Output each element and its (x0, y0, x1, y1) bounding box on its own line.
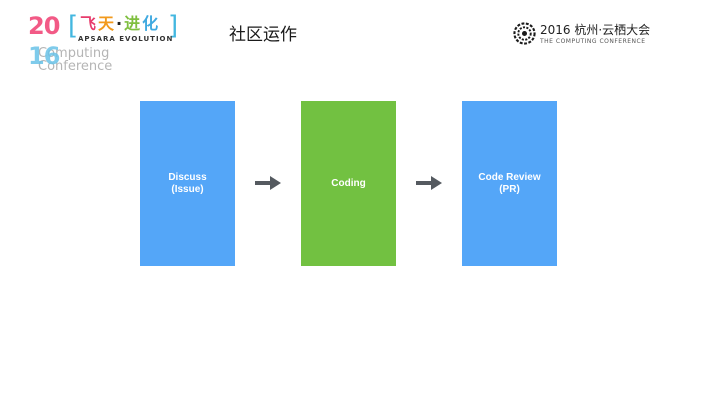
logo-apsara-chinese: 飞天·进化 (80, 15, 160, 33)
conference-logo: 2016 杭州·云栖大会 THE COMPUTING CONFERENCE (513, 22, 713, 52)
logo-char-fei: 飞 (80, 14, 99, 33)
logo-apsara-english: APSARA EVOLUTION (78, 35, 174, 43)
flow-step-coding: Coding (301, 101, 396, 266)
logo-char-tian: 天 (98, 14, 117, 33)
arrow-right-icon (255, 176, 281, 190)
logo-char-jin: 进 (124, 14, 143, 33)
conference-title: 2016 杭州·云栖大会 (540, 23, 651, 37)
flow-step-discuss: Discuss (Issue) (140, 101, 235, 266)
logo-conference-text: Conference (38, 59, 113, 74)
conference-subtitle: THE COMPUTING CONFERENCE (540, 38, 646, 45)
slide-title: 社区运作 (229, 25, 297, 45)
event-logo: Computing Conference 20 16 [ 飞天·进化 ] APS… (28, 11, 198, 76)
logo-char-hua: 化 (142, 14, 161, 33)
logo-year-bottom: 16 (28, 42, 60, 70)
logo-year-top: 20 (28, 12, 60, 40)
logo-computing-text: Computing (38, 46, 110, 61)
arrow-right-icon (416, 176, 442, 190)
globe-icon (513, 22, 536, 45)
logo-char-dot: · (116, 14, 125, 33)
logo-bracket-close: ] (168, 11, 179, 41)
flow-step-code-review: Code Review (PR) (462, 101, 557, 266)
logo-bracket-open: [ (68, 11, 79, 41)
